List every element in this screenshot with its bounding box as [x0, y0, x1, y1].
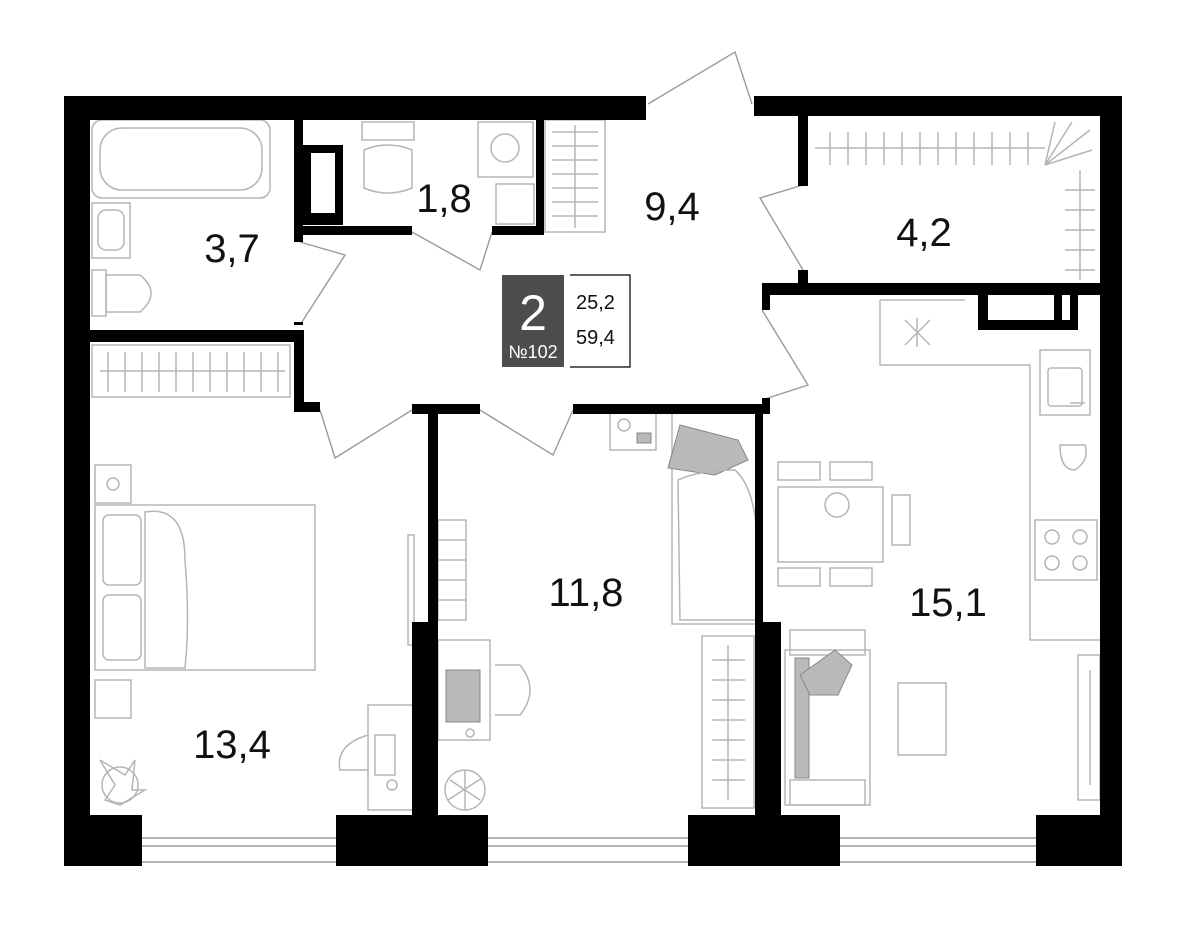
- room-kitchen-living-area: 15,1: [909, 581, 987, 625]
- room-child-area: 11,8: [549, 571, 624, 615]
- child-kitchen-wall: [755, 404, 763, 816]
- toilet-door-icon: [411, 231, 493, 272]
- bathroom-door-icon: [299, 241, 347, 326]
- single-bed-icon: [667, 411, 761, 625]
- window-3: [840, 837, 1036, 863]
- toilet-wall-bottom-right: [492, 226, 544, 235]
- window-1: [142, 837, 336, 863]
- bedroom-wall-top: [90, 330, 302, 342]
- kitchen-wall-left-bottom: [762, 398, 770, 414]
- coffee-table-icon: [897, 682, 947, 756]
- child-bookcase-icon: [437, 519, 467, 621]
- outer-wall-bottom-2: [336, 815, 488, 866]
- window-2: [488, 837, 688, 863]
- outer-wall-bottom: [64, 815, 142, 866]
- room-bedroom-area: 13,4: [193, 723, 271, 767]
- hall-wall-bottom-left: [412, 404, 480, 414]
- bedroom-child-wall: [428, 404, 438, 816]
- rooms-count: 2: [519, 285, 547, 341]
- child-desk-icon: [437, 639, 531, 741]
- toilet-wall-right: [536, 118, 544, 235]
- apartment-number: №102: [508, 342, 557, 362]
- child-plant-icon: [444, 769, 486, 811]
- outer-wall-left: [64, 96, 90, 866]
- outer-wall-bottom-3: [688, 815, 840, 866]
- storage-wall-left-bottom: [798, 270, 808, 290]
- storage-shelves-icon: [815, 121, 1095, 280]
- storage-wall-left-top: [798, 116, 808, 186]
- child-kitchen-wall-thick: [755, 622, 781, 816]
- storage-door-icon: [758, 184, 804, 271]
- badge-background: [502, 275, 564, 367]
- sofa-icon: [784, 629, 871, 806]
- room-storage-area: 4,2: [896, 211, 952, 255]
- outer-wall-bottom-4: [1036, 815, 1122, 866]
- wc-toilet-icon: [361, 121, 535, 225]
- double-bed-icon: [94, 504, 316, 671]
- outer-wall-right: [1100, 96, 1122, 866]
- living-area: 25,2: [576, 292, 615, 314]
- room-hall-area: 9,4: [644, 185, 700, 229]
- bedroom-child-wall-thick: [412, 622, 438, 816]
- stove-icon: [1034, 519, 1098, 581]
- bedroom-door-icon: [319, 409, 413, 460]
- bedroom-wardrobe-icon: [91, 344, 291, 398]
- room-toilet-area: 1,8: [416, 177, 472, 221]
- bathtub-icon: [91, 119, 271, 199]
- bedroom-wall-nook: [294, 330, 304, 410]
- hall-wall-bottom-right: [573, 404, 763, 414]
- kitchen-door-icon: [761, 309, 810, 401]
- hall-wardrobe-icon: [544, 119, 606, 233]
- child-wardrobe-icon: [701, 635, 755, 809]
- kitchen-counter-icon: [879, 299, 1100, 641]
- apartment-badge: 2 №102 25,2 59,4: [502, 274, 631, 368]
- walls: [64, 96, 1122, 866]
- bath-wall-lower: [294, 322, 303, 325]
- bedroom-mirror-icon: [407, 534, 415, 646]
- entrance-door-icon: [647, 50, 753, 105]
- room-labels: 3,7 1,8 9,4 4,2 13,4 11,8 15,1: [193, 177, 987, 767]
- child-door-icon: [479, 409, 574, 457]
- total-area: 59,4: [576, 327, 615, 349]
- outer-wall-top-left: [64, 96, 646, 120]
- bedroom-wall-nook-2: [294, 402, 320, 412]
- doors: [299, 50, 810, 460]
- kitchen-wall-left-top: [762, 283, 770, 310]
- bath-wall-right: [294, 118, 303, 242]
- bedroom-plant-icon: [99, 759, 148, 806]
- tv-icon: [1077, 654, 1101, 801]
- child-nightstand-icon: [609, 411, 657, 451]
- bedroom-desk-icon: [338, 704, 414, 811]
- toilet-icon: [91, 269, 152, 317]
- toilet-wall-bottom-left: [294, 226, 412, 235]
- outer-wall-top-right: [754, 96, 1122, 116]
- furniture: [91, 119, 1101, 811]
- fridge-icon: [904, 318, 931, 347]
- nightstand-icon: [94, 464, 132, 719]
- sink-icon: [91, 202, 131, 259]
- room-bathroom-area: 3,7: [204, 227, 260, 271]
- dining-table-icon: [777, 461, 911, 587]
